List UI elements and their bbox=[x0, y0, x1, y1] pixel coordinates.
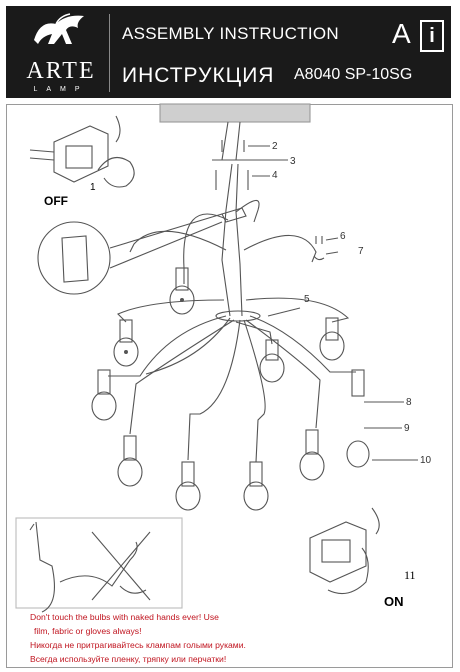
header-bar: ARTE LAMP ASSEMBLY INSTRUCTION ИНСТРУКЦИ… bbox=[6, 6, 451, 98]
bulb-group bbox=[91, 267, 370, 511]
brand-name: ARTE bbox=[26, 58, 96, 84]
warning-line-4: Всегда используйте пленку, тряпку или пе… bbox=[30, 654, 227, 664]
model-number: A8040 SP-10SG bbox=[294, 66, 413, 83]
callout-7: 7 bbox=[358, 246, 364, 257]
callout-5: 5 bbox=[304, 294, 310, 305]
info-badge-icon: i bbox=[420, 20, 444, 52]
step-11-label: 11 bbox=[404, 568, 416, 582]
title-english: ASSEMBLY INSTRUCTION bbox=[122, 24, 339, 43]
callout-6: 6 bbox=[340, 231, 346, 242]
callout-9: 9 bbox=[404, 423, 410, 434]
callout-2: 2 bbox=[272, 141, 278, 152]
switch-on-label: ON bbox=[384, 594, 404, 609]
step-1-label: 1 bbox=[90, 182, 96, 193]
warning-line-1: Don't touch the bulbs with naked hands e… bbox=[30, 612, 219, 622]
badge-letter-a: A bbox=[392, 18, 411, 49]
title-russian: ИНСТРУКЦИЯ bbox=[122, 64, 275, 87]
callout-8: 8 bbox=[406, 397, 412, 408]
switch-off-label: OFF bbox=[44, 194, 68, 208]
warning-line-3: Никогда не притрагивайтесь клампам голым… bbox=[30, 640, 246, 650]
callout-10: 10 bbox=[420, 455, 432, 466]
callout-3: 3 bbox=[290, 156, 296, 167]
warning-line-2: film, fabric or gloves always! bbox=[34, 626, 142, 636]
callout-4: 4 bbox=[272, 170, 278, 181]
winged-lion-logo-icon bbox=[34, 13, 84, 44]
brand-subtitle: LAMP bbox=[33, 86, 89, 93]
header-divider bbox=[109, 14, 110, 92]
